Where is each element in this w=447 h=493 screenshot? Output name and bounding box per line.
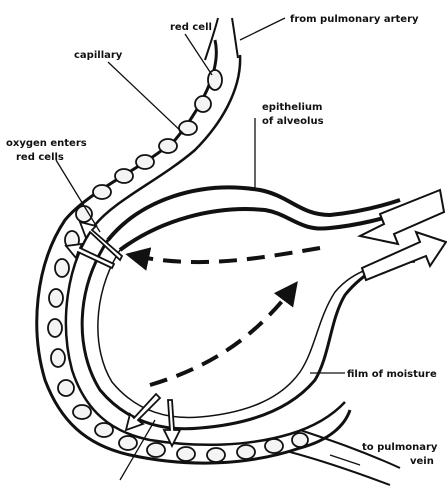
alveolus-epithelium — [108, 187, 405, 250]
red-cell — [265, 439, 283, 453]
leader-capillary — [108, 62, 185, 135]
red-cell — [58, 380, 74, 396]
red-cell — [73, 405, 91, 419]
red-cell — [136, 155, 154, 169]
red-cell — [115, 169, 133, 183]
red-cell — [48, 319, 62, 337]
red-cell — [237, 445, 255, 459]
label-vein: vein — [410, 456, 434, 467]
air-path-arrow-top — [130, 248, 320, 262]
leader-to-vein — [330, 455, 360, 465]
red-cell — [179, 121, 197, 135]
red-cell — [55, 259, 69, 277]
red-cell — [292, 433, 308, 447]
label-epithelium: epithelium — [262, 102, 322, 113]
air-in-arrow — [360, 190, 444, 244]
red-cell — [195, 96, 211, 112]
red-cell — [95, 423, 113, 437]
red-cell — [147, 443, 165, 457]
label-capillary: capillary — [74, 50, 123, 61]
red-cell — [119, 436, 137, 450]
leader-red-cell — [185, 34, 212, 75]
label-red-cells: red cells — [16, 152, 64, 163]
label-film-of-moisture: film of moisture — [347, 369, 437, 380]
label-red-cell: red cell — [170, 22, 212, 33]
label-from-pulmonary-artery: from pulmonary artery — [290, 14, 419, 25]
artery-vessel-right — [232, 18, 238, 58]
label-oxygen-enters: oxygen enters — [6, 138, 87, 149]
red-cell — [51, 349, 65, 367]
red-cell — [177, 447, 195, 461]
leader-from-artery — [240, 18, 285, 40]
red-cell — [207, 448, 225, 462]
red-cell — [49, 289, 63, 307]
air-path-arrow-bottom — [150, 285, 295, 385]
red-cell — [93, 185, 111, 199]
red-cell — [159, 139, 177, 153]
label-to-pulmonary: to pulmonary — [362, 442, 438, 453]
label-of-alveolus: of alveolus — [262, 116, 324, 127]
